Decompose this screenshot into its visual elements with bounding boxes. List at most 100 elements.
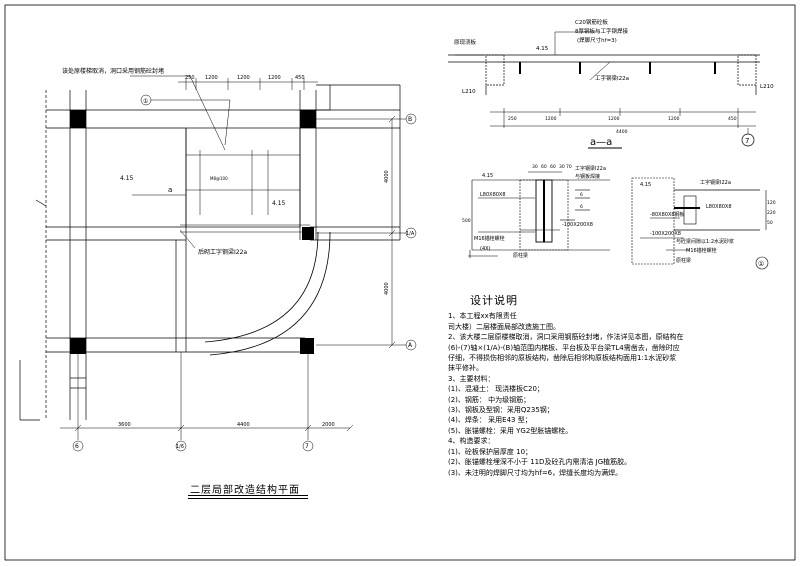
dr-dim-a: 120 bbox=[767, 200, 776, 206]
notes-line-14: (1)、砼板保护层厚度 10； bbox=[448, 447, 533, 456]
plan-dim-top-3: 1200 bbox=[237, 75, 250, 81]
dl-dim-3: 60 bbox=[550, 164, 556, 170]
plan-title-underline-thin bbox=[188, 498, 308, 499]
dr-dim-c: 50 bbox=[767, 220, 773, 226]
curved-edge-inner bbox=[204, 231, 319, 343]
section-rebar-note: (焊脚尺寸hf=3) bbox=[577, 36, 617, 44]
plan-section-mark: a bbox=[168, 186, 172, 194]
section-dim-3: 1200 bbox=[608, 116, 620, 122]
dl-plate: L80X80X8 bbox=[480, 192, 506, 198]
detail-left bbox=[468, 171, 610, 258]
section-existing: 原现浇板 bbox=[454, 38, 477, 46]
plan-dim-right-2: 4000 bbox=[384, 282, 390, 295]
notes-line-15: (2)、胀锚螺栓埋深不小于 11D及砼孔内需清洁 JG植筋胶。 bbox=[448, 458, 632, 467]
plan-callout: ① bbox=[143, 98, 148, 105]
notes-line-3: 2、该大楼二层原楼梯取消，洞口采用钢筋砼封堵，作法详见本图，原结构在 bbox=[448, 333, 684, 342]
section-dim-4: 1200 bbox=[668, 116, 680, 122]
section-left-beam: L210 bbox=[462, 89, 476, 95]
section-rebar: 8厚钢板与工字钢焊接 bbox=[575, 27, 628, 35]
plan-axis-6: 6 bbox=[75, 443, 79, 450]
notes-line-5: 仔细，不得损伤相邻的原板结构，凿除后相邻构原板结构面用1:1水泥砂浆 bbox=[448, 354, 677, 363]
plan-elev-left: 4.15 bbox=[120, 175, 134, 182]
plan-anchor-1: M8@100 bbox=[210, 176, 228, 181]
notes-line-16: (3)、未注明的焊脚尺寸均为hf=6，焊缝长度均为满焊。 bbox=[448, 468, 623, 477]
dr-plate2: -80X80X8钢板 bbox=[650, 211, 685, 218]
dr-plate: L80X80X8 bbox=[706, 204, 732, 210]
plan-axis-1A: 1/A bbox=[406, 231, 415, 237]
dr-base: 原柱梁 bbox=[676, 257, 691, 264]
curved-edge-outer bbox=[209, 231, 331, 356]
notes-line-10: (3)、钢板及型钢：采用Q235钢； bbox=[448, 406, 554, 415]
section-axis: 7 bbox=[745, 137, 749, 145]
notes-line-12: (5)、胀锚螺栓：采用 YG2型胀锚螺栓。 bbox=[448, 426, 573, 435]
dl-plate2: -100X200X8 bbox=[562, 222, 593, 228]
section-beam: 工字钢梁I22a bbox=[595, 74, 629, 82]
plan-texts: 该处原楼梯取消，洞口采用钢筋砼封堵 250 1200 1200 1200 450… bbox=[62, 67, 415, 450]
notes-line-1: 1、本工程xx有限责任 bbox=[448, 312, 517, 321]
dl-dim-4: 30 bbox=[559, 164, 565, 170]
plan-elev-mid: 4.15 bbox=[272, 200, 286, 207]
plan-beam-label: 后砌工字钢梁I22a bbox=[198, 248, 247, 256]
plan-dim-bottom-1: 3600 bbox=[118, 422, 131, 428]
notes-line-9: (2)、钢筋： 中为级钢筋； bbox=[448, 395, 531, 404]
section-title: a—a bbox=[590, 137, 612, 148]
plan-axis-7: 7 bbox=[305, 443, 309, 450]
notes-line-8: (1)、混凝土： 现浇楼板C20； bbox=[448, 385, 544, 394]
plan-title-underline bbox=[188, 495, 308, 496]
plan-dim-top-4: 1200 bbox=[268, 75, 281, 81]
dl-bolt: M16锚栓螺栓 bbox=[474, 235, 505, 242]
design-notes-title: 设计说明 bbox=[470, 294, 518, 307]
section-elev: 4.15 bbox=[536, 46, 549, 52]
detail-right-texts: 4.15 工字钢梁I22a L80X80X8 -80X80X8钢板 -100X2… bbox=[640, 179, 776, 268]
dr-beam: 工字钢梁I22a bbox=[700, 179, 731, 186]
dl-beam: 工字钢梁I22a bbox=[575, 165, 606, 172]
section-dim-5: 450 bbox=[728, 116, 737, 122]
dl-weld: 与钢板焊接 bbox=[575, 173, 600, 180]
notes-line-7: 3、主要材料： bbox=[448, 374, 495, 383]
section-dim-2: 1200 bbox=[545, 116, 557, 122]
dr-bolt: M16锚栓螺栓 bbox=[686, 247, 717, 254]
design-notes: 设计说明 1、本工程xx有限责任 司大楼）二层楼面局部改造施工图。 2、该大楼二… bbox=[448, 294, 788, 478]
plan-title: 二层局部改造结构平面 bbox=[190, 485, 300, 496]
dr-dim-b: 220 bbox=[767, 210, 776, 216]
plan-axis-1-6: 1/6 bbox=[176, 444, 184, 450]
section-texts: C20钢筋砼板 8厚钢板与工字钢焊接 (焊脚尺寸hf=3) 原现浇板 4.15 … bbox=[454, 18, 774, 148]
dl-weld-sym-2: 6 bbox=[580, 204, 583, 210]
section-total: 4400 bbox=[616, 129, 628, 135]
dl-weld-sym-1: 6 bbox=[580, 192, 583, 198]
dl-dim-2: 60 bbox=[541, 164, 547, 170]
plan-dim-top-2: 1200 bbox=[205, 75, 218, 81]
plan-axis-B: B bbox=[408, 116, 412, 123]
plan-dim-bottom-2: 4400 bbox=[237, 422, 250, 428]
notes-line-13: 4、构造要求： bbox=[448, 437, 495, 446]
section-a-a bbox=[448, 31, 760, 149]
notes-line-6: 抹平修补。 bbox=[448, 364, 483, 373]
section-right-beam: L210 bbox=[760, 84, 774, 90]
notes-line-11: (4)、焊条： 采用E43 型； bbox=[448, 416, 532, 425]
plan-columns bbox=[70, 110, 316, 354]
sheet-border bbox=[4, 4, 796, 561]
plan-dim-top-5: 450 bbox=[295, 75, 305, 81]
plan-top-note: 该处原楼梯取消，洞口采用钢筋砼封堵 bbox=[62, 67, 164, 75]
dr-plate3: -100X200X8 bbox=[650, 231, 681, 237]
dl-dim-5: 70 bbox=[566, 164, 572, 170]
plan-dim-top-1: 250 bbox=[185, 75, 195, 81]
dl-height: 500 bbox=[462, 218, 471, 224]
notes-line-2: 司大楼）二层楼面局部改造施工图。 bbox=[448, 322, 560, 331]
detail-left-texts: 4.15 30 60 60 30 70 工字钢梁I22a 与钢板焊接 L80X8… bbox=[462, 164, 606, 259]
plan-dim-bottom-3: 2000 bbox=[322, 422, 335, 428]
notes-line-4: (6)-(7)轴×(1/A)-(B)轴范围内梯板、平台板及平台梁TL4需凿去，凿… bbox=[448, 343, 680, 352]
dl-bolt-count: (4X) bbox=[480, 246, 491, 252]
infilled-opening bbox=[185, 127, 301, 228]
dl-base: 原柱梁 bbox=[513, 252, 528, 259]
dl-elev: 4.15 bbox=[482, 173, 493, 179]
section-slab: C20钢筋砼板 bbox=[575, 18, 608, 26]
plan-axis-A: A bbox=[408, 342, 413, 349]
plan-dim-right-1: 4000 bbox=[384, 170, 390, 183]
dr-grout: 与砼梁间隙以1:2水泥砂浆 bbox=[676, 238, 734, 245]
floor-plan bbox=[19, 75, 417, 452]
dl-dim-1: 30 bbox=[532, 164, 538, 170]
detail-right bbox=[631, 177, 769, 270]
section-dim-1: 250 bbox=[508, 116, 517, 122]
